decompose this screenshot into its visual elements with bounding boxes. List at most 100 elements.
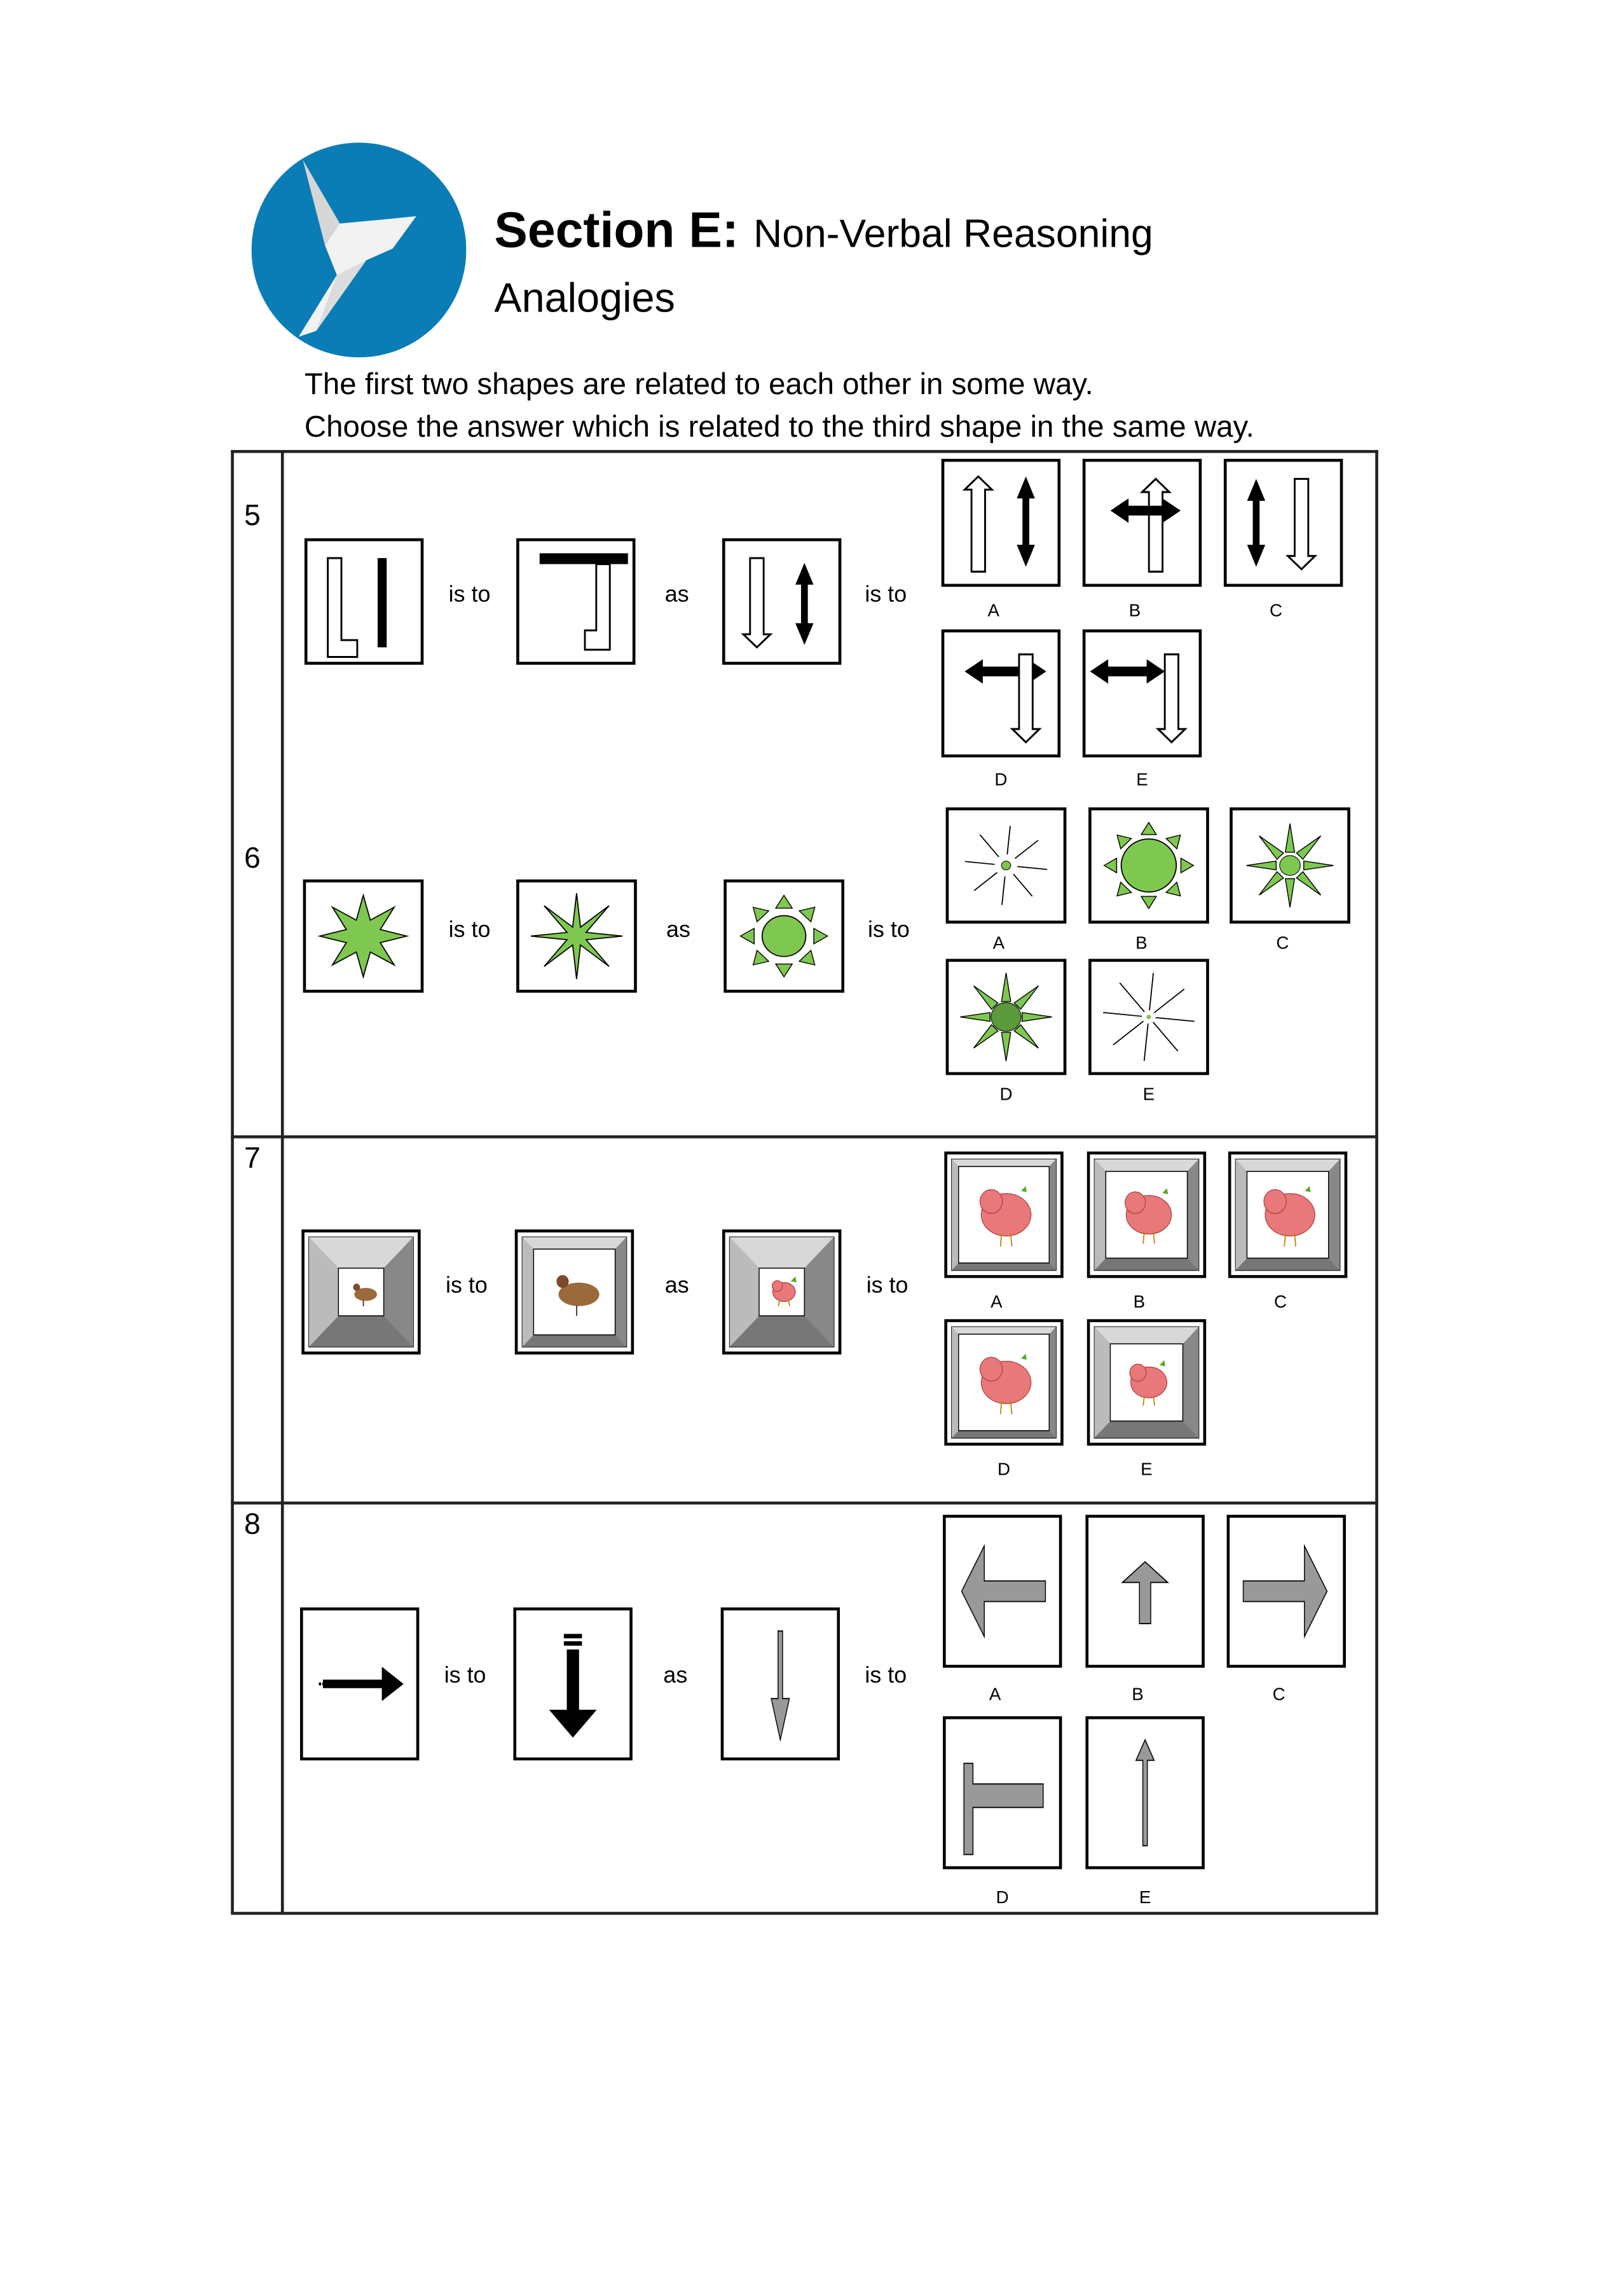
option-d-figure-icon: [960, 973, 1052, 1062]
second-shape-figure-icon: [530, 892, 623, 980]
connector-is-to: is to: [448, 582, 491, 608]
connector-as: as: [664, 582, 689, 608]
answer-option-c[interactable]: [1228, 1151, 1348, 1278]
third-shape-figure-icon: [771, 1630, 790, 1742]
answer-option-e[interactable]: [1085, 1716, 1205, 1869]
dove-logo-icon: [251, 142, 467, 358]
option-b-label: B: [1133, 1291, 1146, 1312]
answer-option-c[interactable]: [1223, 458, 1343, 587]
answer-option-d[interactable]: [944, 1319, 1064, 1446]
first-shape-figure-icon: [308, 1236, 414, 1348]
option-b-label: B: [1128, 599, 1141, 621]
option-d-figure-icon: [963, 1763, 1044, 1855]
option-c-figure-icon: [1235, 1158, 1341, 1271]
answer-option-d[interactable]: [941, 629, 1061, 758]
third-shape: [723, 879, 845, 993]
option-e-figure-icon: [1094, 1326, 1200, 1439]
option-c-label: C: [1269, 599, 1283, 621]
option-b-figure-icon: [1094, 1158, 1200, 1271]
answer-option-a[interactable]: [945, 807, 1067, 924]
second-shape: [516, 538, 636, 665]
answer-option-d[interactable]: [945, 959, 1067, 1076]
table-border-left: [231, 449, 233, 1913]
question-number: 7: [244, 1142, 261, 1175]
second-shape-figure-icon: [539, 553, 628, 651]
answer-option-b[interactable]: [1085, 1515, 1205, 1668]
connector-is-to: is to: [868, 917, 910, 943]
connector-is-to: is to: [448, 917, 491, 943]
third-shape-figure-icon: [739, 894, 829, 978]
table-border-top: [231, 449, 1378, 453]
connector-as: as: [663, 1663, 688, 1689]
third-shape: [720, 1607, 840, 1761]
answer-option-e[interactable]: [1082, 629, 1202, 758]
answer-option-d[interactable]: [943, 1716, 1062, 1869]
answer-option-b[interactable]: [1088, 807, 1209, 924]
first-shape: [301, 1229, 421, 1355]
section-heading: Section E:Non-Verbal Reasoning: [494, 203, 1153, 260]
answer-option-e[interactable]: [1088, 959, 1209, 1076]
option-e-label: E: [1139, 1887, 1151, 1908]
option-d-figure-icon: [951, 1326, 1057, 1439]
option-d-label: D: [996, 1887, 1009, 1908]
instruction-line-1: The first two shapes are related to each…: [304, 367, 1094, 402]
option-e-label: E: [1141, 1459, 1153, 1480]
option-c-figure-icon: [1247, 477, 1318, 571]
first-shape: [304, 538, 424, 665]
section-label: Section E:: [494, 203, 739, 259]
option-d-label: D: [994, 769, 1008, 790]
option-b-figure-icon: [1121, 1561, 1170, 1625]
question-number: 6: [244, 842, 261, 875]
option-d-label: D: [997, 1459, 1011, 1480]
first-shape-figure-icon: [317, 893, 409, 980]
answer-option-c[interactable]: [1230, 807, 1350, 924]
option-d-label: D: [999, 1084, 1013, 1105]
option-c-label: C: [1272, 1684, 1285, 1705]
third-shape: [722, 538, 842, 665]
second-shape: [514, 1229, 634, 1355]
connector-is-to: is to: [865, 1663, 907, 1689]
option-b-figure-icon: [1110, 477, 1181, 573]
option-e-figure-icon: [1135, 1739, 1155, 1847]
option-e-label: E: [1136, 769, 1148, 790]
second-shape-figure-icon: [549, 1634, 597, 1738]
answer-option-b[interactable]: [1087, 1151, 1207, 1278]
first-shape-figure-icon: [319, 1666, 404, 1702]
connector-is-to: is to: [446, 1273, 488, 1299]
connector-is-to: is to: [865, 582, 907, 608]
option-a-figure-icon: [961, 1543, 1046, 1639]
answer-option-c[interactable]: [1226, 1515, 1346, 1668]
table-border-right: [1375, 449, 1378, 1913]
option-e-label: E: [1142, 1084, 1155, 1105]
table-border-bottom: [231, 1911, 1378, 1915]
third-shape: [722, 1229, 842, 1355]
third-shape-figure-icon: [741, 557, 814, 649]
number-column-divider: [280, 449, 284, 1913]
option-a-figure-icon: [964, 826, 1048, 905]
second-shape: [516, 879, 637, 993]
option-b-figure-icon: [1103, 821, 1195, 910]
answer-option-b[interactable]: [1082, 458, 1202, 587]
option-c-figure-icon: [1242, 1543, 1328, 1639]
third-shape-figure-icon: [729, 1236, 835, 1348]
second-shape-figure-icon: [521, 1236, 627, 1348]
answer-option-a[interactable]: [944, 1151, 1064, 1278]
second-shape: [513, 1607, 633, 1761]
instruction-line-2: Choose the answer which is related to th…: [304, 410, 1254, 444]
first-shape-figure-icon: [327, 557, 387, 659]
connector-as: as: [666, 917, 690, 943]
answer-option-a[interactable]: [941, 458, 1061, 587]
first-shape: [303, 879, 424, 993]
answer-option-a[interactable]: [943, 1515, 1062, 1668]
page-subtitle: Analogies: [494, 275, 675, 321]
option-a-label: A: [987, 599, 1000, 621]
answer-option-e[interactable]: [1087, 1319, 1207, 1446]
option-a-label: A: [991, 1291, 1003, 1312]
option-d-figure-icon: [964, 653, 1046, 744]
connector-is-to: is to: [866, 1273, 908, 1299]
row-divider: [231, 1135, 1378, 1138]
option-e-figure-icon: [1090, 653, 1188, 744]
option-e-figure-icon: [1103, 973, 1195, 1062]
question-number: 8: [244, 1508, 261, 1541]
